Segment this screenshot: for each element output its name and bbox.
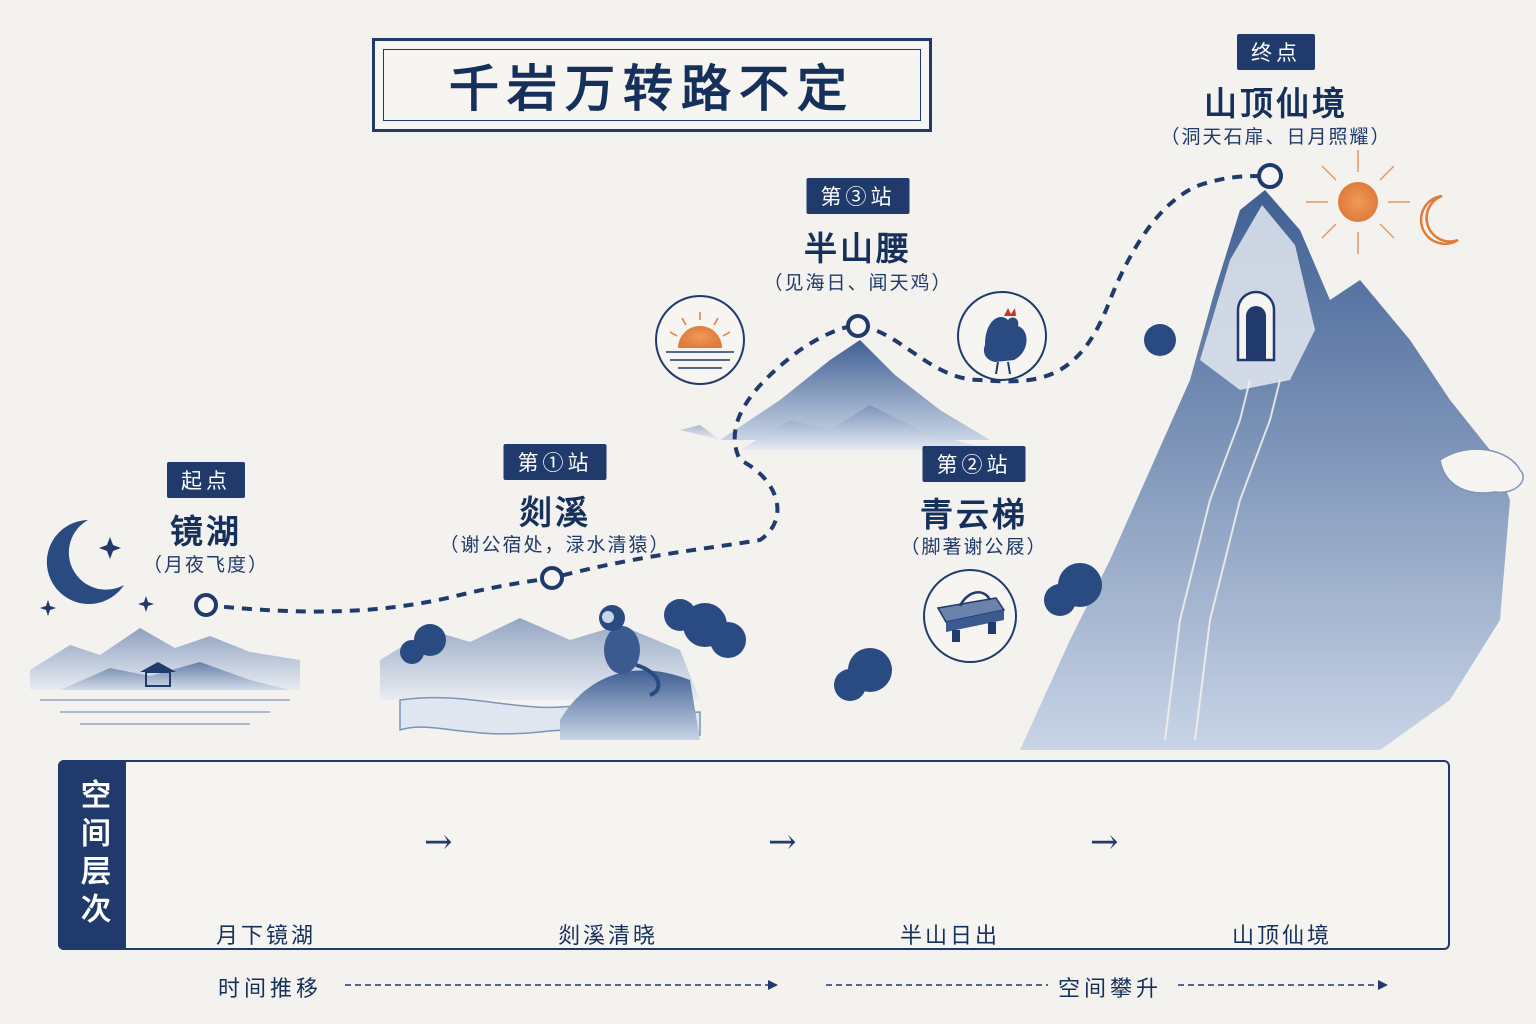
journey-path [205,173,1271,614]
timeline-time-label: 时间推移 [218,977,323,1002]
arrow-right-icon: → [768,822,797,862]
path-nodes [194,163,1283,617]
shan-creek-scene [380,599,746,740]
rooster-icon [957,291,1047,381]
stage-caption: 月下镜湖 [215,924,317,949]
station-name: 镜湖 [170,512,242,551]
station-name: 半山腰 [804,229,912,268]
star-icon [99,537,121,559]
timeline-space-label: 空间攀升 [1058,977,1163,1002]
clog-icon [923,569,1017,663]
monkey-icon [599,605,661,697]
station-name: 青云梯 [920,495,1028,534]
station-badge: 第②站 [922,446,1026,482]
crescent-icon [1419,194,1459,245]
station-subtitle: （洞天石扉、日月照耀） [1160,126,1392,148]
sun-icon [1306,150,1410,254]
stage-caption: 剡溪清晓 [557,924,659,949]
station-badge: 第③站 [806,178,910,214]
station-3: 第③站 [806,178,910,214]
pavilion-icon [140,662,176,687]
mirror-lake-scene [30,520,300,725]
station-subtitle: （谢公宿处，渌水清猿） [439,534,671,556]
title-frame: 千岩万转路不定 [372,38,932,132]
moon-icon [46,520,125,604]
page-title: 千岩万转路不定 [449,59,855,118]
station-subtitle: （月夜飞度） [142,554,270,576]
station-subtitle: （见海日、闻天鸡） [763,272,953,294]
half-mountain-scene [680,340,990,450]
station-name: 剡溪 [519,493,591,532]
spatial-levels-panel [58,760,1450,950]
sun-over-sea-icon [655,295,745,385]
timeline-arrows [345,980,1388,990]
stone-gate-icon [1236,290,1276,362]
station-subtitle: （脚著谢公屐） [900,536,1048,558]
arrow-right-icon: → [1090,822,1119,862]
station-2: 第②站 [922,446,1026,482]
station-badge: 起点 [167,462,245,498]
station-start: 起点 [167,462,245,498]
stage-caption: 山顶仙境 [1231,924,1333,949]
station-badge: 终点 [1237,34,1315,70]
summit-mountain [834,190,1524,750]
arrow-right-icon: → [424,822,453,862]
station-badge: 第①站 [503,444,607,480]
panel-label-text: 空间层次 [75,779,110,931]
panel-label: 空间层次 [58,760,126,950]
station-name: 山顶仙境 [1204,84,1348,123]
stage-caption: 半山日出 [899,924,1001,949]
station-end: 终点 [1237,34,1315,70]
station-1: 第①站 [503,444,607,480]
